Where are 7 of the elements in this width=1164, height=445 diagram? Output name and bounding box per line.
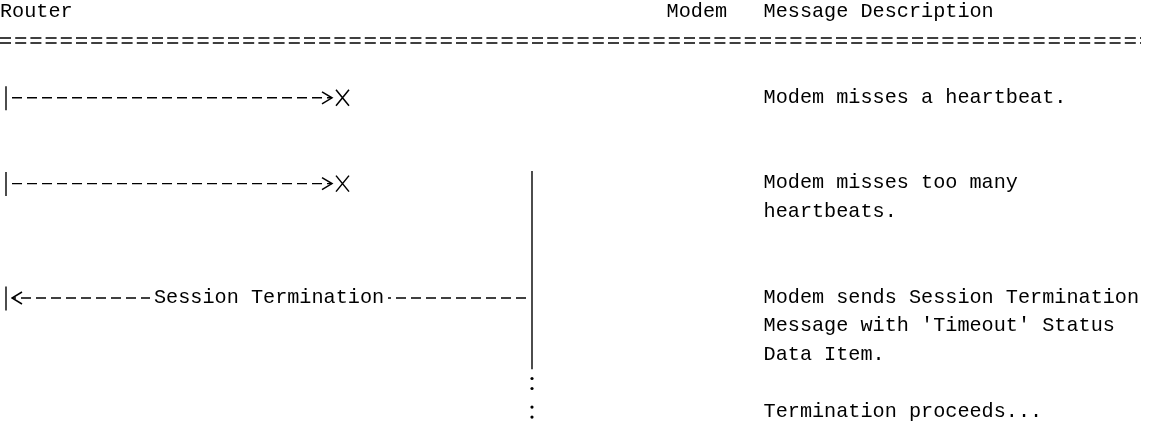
participant-label: Modem [666,0,728,27]
column-heading: Message Description [763,0,994,25]
description-text: Termination proceeds... [763,399,1043,426]
description-text: Modem misses a heartbeat. [763,84,1067,111]
participant-label: Router [0,0,73,27]
description-text: Modem misses too many heartbeats. [763,170,1019,225]
description-text: Modem sends Session Termination Message with 'Timeout' Status Data Item. [763,284,1141,368]
